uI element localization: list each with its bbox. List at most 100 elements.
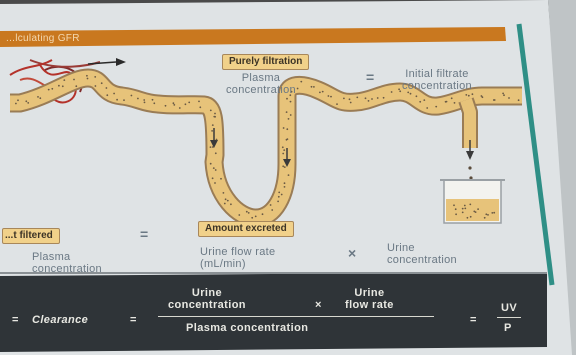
solute-particle — [106, 94, 108, 96]
plasma-concentration-bottom: Plasma concentration — [32, 251, 102, 275]
solute-particle — [343, 98, 345, 100]
solute-particle — [227, 200, 229, 202]
solute-particle — [62, 85, 64, 87]
solute-particle — [328, 95, 330, 97]
solute-particle — [426, 107, 428, 109]
solute-particle — [290, 114, 292, 116]
solute-particle — [286, 98, 288, 100]
solute-particle — [48, 89, 50, 91]
solute-particle — [106, 87, 108, 89]
solute-particle — [336, 103, 338, 105]
equation-uv-bar — [497, 317, 521, 318]
solute-particle — [349, 98, 351, 100]
solute-particle — [284, 182, 286, 184]
equation-prefix: = — [12, 314, 19, 326]
equation-numerator-urine-concentration: Urine concentration — [168, 287, 246, 311]
solute-particle — [262, 213, 264, 215]
solute-particle — [470, 216, 472, 218]
equation-fraction-bar — [158, 316, 434, 317]
solute-particle — [173, 104, 175, 106]
solute-particle — [86, 75, 88, 77]
times-mid: × — [348, 246, 356, 260]
solute-particle — [113, 93, 115, 95]
solute-particle — [391, 91, 393, 93]
solute-particle — [211, 130, 213, 132]
solute-particle — [25, 100, 27, 102]
solute-particle — [286, 111, 288, 113]
solute-particle — [311, 86, 313, 88]
amount-excreted-label: Amount excreted — [198, 221, 294, 237]
purely-filtration-label: Purely filtration — [222, 54, 309, 70]
solute-particle — [455, 213, 457, 215]
solute-particle — [39, 97, 41, 99]
solute-particle — [330, 96, 332, 98]
solute-particle — [214, 182, 216, 184]
equation-lhs-clearance: Clearance — [32, 314, 88, 326]
solute-particle — [423, 99, 425, 101]
solute-particle — [453, 204, 455, 206]
equation-equals-2: = — [470, 314, 477, 326]
plasma-concentration-top: Plasma concentration — [226, 72, 296, 96]
solute-particle — [37, 96, 39, 98]
solute-particle — [464, 205, 466, 207]
urine-concentration-label: Urine concentration — [387, 242, 457, 266]
solute-particle — [484, 217, 486, 219]
solute-particle — [165, 105, 167, 107]
solute-particle — [143, 99, 145, 101]
solute-particle — [215, 152, 217, 154]
solute-particle — [284, 186, 286, 188]
initial-filtrate-concentration: Initial filtrate concentration — [402, 68, 472, 92]
solute-particle — [278, 192, 280, 194]
solute-particle — [416, 95, 418, 97]
solute-particle — [213, 167, 215, 169]
solute-particle — [287, 138, 289, 140]
solute-particle — [51, 88, 53, 90]
solute-particle — [313, 86, 315, 88]
solute-particle — [356, 97, 358, 99]
solute-particle — [230, 203, 232, 205]
solute-particle — [213, 116, 215, 118]
solute-particle — [503, 94, 505, 96]
solute-particle — [493, 212, 495, 214]
solute-particle — [477, 208, 479, 210]
solute-particle — [248, 212, 250, 214]
solute-particle — [277, 201, 279, 203]
solute-particle — [188, 102, 190, 104]
collecting-beaker-icon — [440, 180, 505, 223]
solute-particle — [210, 163, 212, 165]
solute-particle — [220, 178, 222, 180]
solute-particle — [281, 194, 283, 196]
solute-particle — [212, 146, 214, 148]
solute-particle — [383, 97, 385, 99]
solute-particle — [288, 118, 290, 120]
solute-particle — [290, 101, 292, 103]
solute-particle — [482, 96, 484, 98]
solute-particle — [63, 79, 65, 81]
solute-particle — [286, 128, 288, 130]
solute-particle — [73, 79, 75, 81]
solute-particle — [350, 102, 352, 104]
solute-particle — [225, 198, 227, 200]
solute-particle — [95, 85, 97, 87]
solute-particle — [365, 97, 367, 99]
solute-particle — [300, 81, 302, 83]
solute-particle — [270, 204, 272, 206]
solute-particle — [212, 177, 214, 179]
header-banner-text: ...lculating GFR — [6, 33, 80, 45]
solute-particle — [94, 76, 96, 78]
solute-particle — [468, 95, 470, 97]
solute-particle — [462, 208, 464, 210]
solute-particle — [368, 100, 370, 102]
equation-denominator: Plasma concentration — [186, 322, 308, 334]
solute-particle — [185, 103, 187, 105]
equals-top: = — [366, 70, 374, 84]
solute-particle — [179, 107, 181, 109]
solute-particle — [473, 211, 475, 213]
solute-particle — [173, 102, 175, 104]
solute-particle — [17, 99, 19, 101]
solute-particle — [75, 85, 77, 87]
solute-particle — [278, 196, 280, 198]
solute-particle — [198, 101, 200, 103]
solute-particle — [371, 98, 373, 100]
solute-particle — [246, 211, 248, 213]
